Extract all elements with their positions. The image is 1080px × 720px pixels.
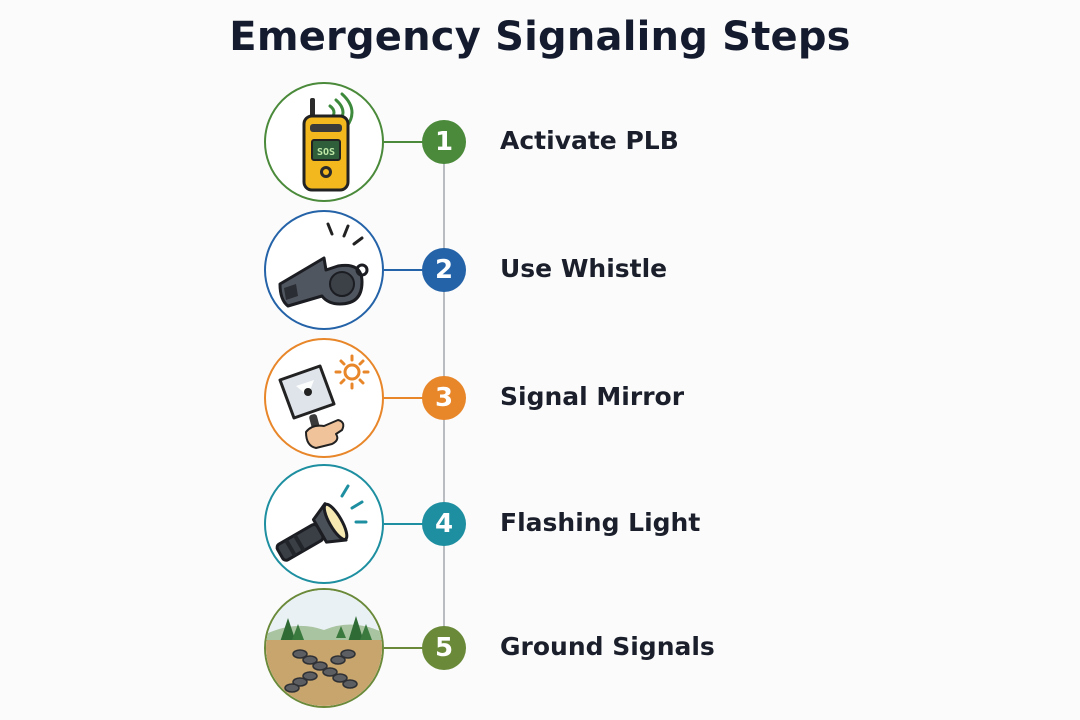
step-3: 3 Signal Mirror bbox=[0, 338, 1080, 466]
step-4: 4 Flashing Light bbox=[0, 464, 1080, 592]
step-4-connector bbox=[384, 523, 424, 525]
step-1: SOS 1 Activate PLB bbox=[0, 82, 1080, 210]
whistle-icon bbox=[278, 222, 369, 308]
step-5-number-badge: 5 bbox=[422, 626, 466, 670]
step-2-connector bbox=[384, 269, 424, 271]
ground-signal-icon bbox=[266, 590, 382, 706]
step-2: 2 Use Whistle bbox=[0, 210, 1080, 338]
step-4-number-badge: 4 bbox=[422, 502, 466, 546]
step-2-label: Use Whistle bbox=[500, 254, 668, 283]
step-5-label: Ground Signals bbox=[500, 632, 715, 661]
step-5-icon-circle bbox=[264, 588, 384, 708]
step-4-label: Flashing Light bbox=[500, 508, 701, 537]
step-1-number-badge: 1 bbox=[422, 120, 466, 164]
step-1-label: Activate PLB bbox=[500, 126, 679, 155]
plb-beacon-icon: SOS bbox=[302, 92, 354, 192]
step-5-connector bbox=[384, 647, 424, 649]
step-5: 5 Ground Signals bbox=[0, 588, 1080, 716]
step-3-connector bbox=[384, 397, 424, 399]
flashlight-icon bbox=[275, 484, 368, 562]
step-3-label: Signal Mirror bbox=[500, 382, 685, 411]
step-1-icon-circle: SOS bbox=[264, 82, 384, 202]
step-1-connector bbox=[384, 141, 424, 143]
page-title: Emergency Signaling Steps bbox=[229, 14, 851, 60]
step-3-number-badge: 3 bbox=[422, 376, 466, 420]
step-2-icon-circle bbox=[264, 210, 384, 330]
step-3-icon-circle bbox=[264, 338, 384, 458]
step-4-icon-circle bbox=[264, 464, 384, 584]
plb-screen-text: SOS bbox=[317, 147, 335, 158]
signal-mirror-icon bbox=[278, 354, 370, 449]
step-2-number-badge: 2 bbox=[422, 248, 466, 292]
